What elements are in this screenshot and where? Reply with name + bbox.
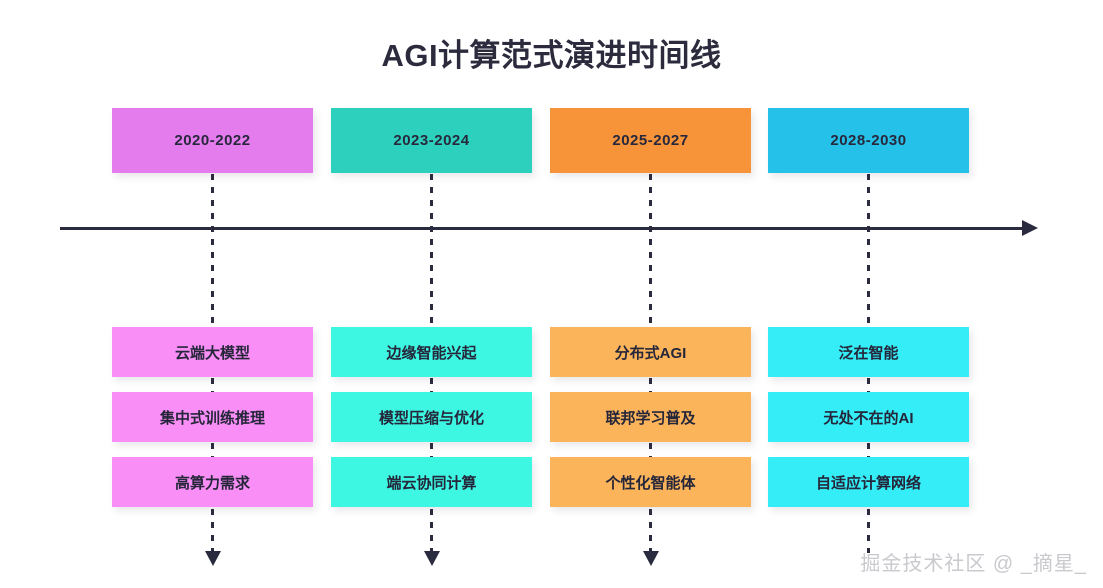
connector-dashed-main: [211, 174, 214, 327]
timeline-item-box[interactable]: 边缘智能兴起: [331, 327, 532, 377]
down-arrow-icon: [205, 551, 221, 566]
watermark-text: 掘金技术社区 @ _摘星_: [860, 553, 1087, 575]
connector-dashed-item: [649, 378, 652, 392]
timeline-item-box[interactable]: 自适应计算网络: [768, 457, 969, 507]
connector-dashed-item: [867, 443, 870, 457]
timeline-item-box[interactable]: 分布式AGI: [550, 327, 751, 377]
connector-dashed-main: [649, 174, 652, 327]
connector-dashed-item: [867, 378, 870, 392]
right-arrow-icon: [1022, 220, 1038, 236]
timeline-item-box[interactable]: 模型压缩与优化: [331, 392, 532, 442]
connector-dashed-item: [649, 443, 652, 457]
connector-dashed-item: [430, 443, 433, 457]
connector-dashed-main: [430, 174, 433, 327]
down-arrow-icon: [643, 551, 659, 566]
timeline-item-box[interactable]: 无处不在的AI: [768, 392, 969, 442]
timeline-item-box[interactable]: 联邦学习普及: [550, 392, 751, 442]
connector-dashed-item: [430, 378, 433, 392]
period-header-box[interactable]: 2025-2027: [550, 108, 751, 173]
connector-dashed-tail: [430, 509, 433, 553]
period-header-box[interactable]: 2023-2024: [331, 108, 532, 173]
connector-dashed-item: [211, 443, 214, 457]
timeline-item-box[interactable]: 端云协同计算: [331, 457, 532, 507]
connector-dashed-item: [211, 378, 214, 392]
timeline-item-box[interactable]: 集中式训练推理: [112, 392, 313, 442]
timeline-item-box[interactable]: 个性化智能体: [550, 457, 751, 507]
connector-dashed-tail: [867, 509, 870, 553]
period-header-box[interactable]: 2028-2030: [768, 108, 969, 173]
timeline-item-box[interactable]: 高算力需求: [112, 457, 313, 507]
timeline-item-box[interactable]: 泛在智能: [768, 327, 969, 377]
page-title: AGI计算范式演进时间线: [381, 38, 722, 73]
down-arrow-icon: [424, 551, 440, 566]
connector-dashed-main: [867, 174, 870, 327]
period-header-box[interactable]: 2020-2022: [112, 108, 313, 173]
connector-dashed-tail: [649, 509, 652, 553]
timeline-item-box[interactable]: 云端大模型: [112, 327, 313, 377]
timeline-axis-line: [60, 227, 1028, 230]
connector-dashed-tail: [211, 509, 214, 553]
